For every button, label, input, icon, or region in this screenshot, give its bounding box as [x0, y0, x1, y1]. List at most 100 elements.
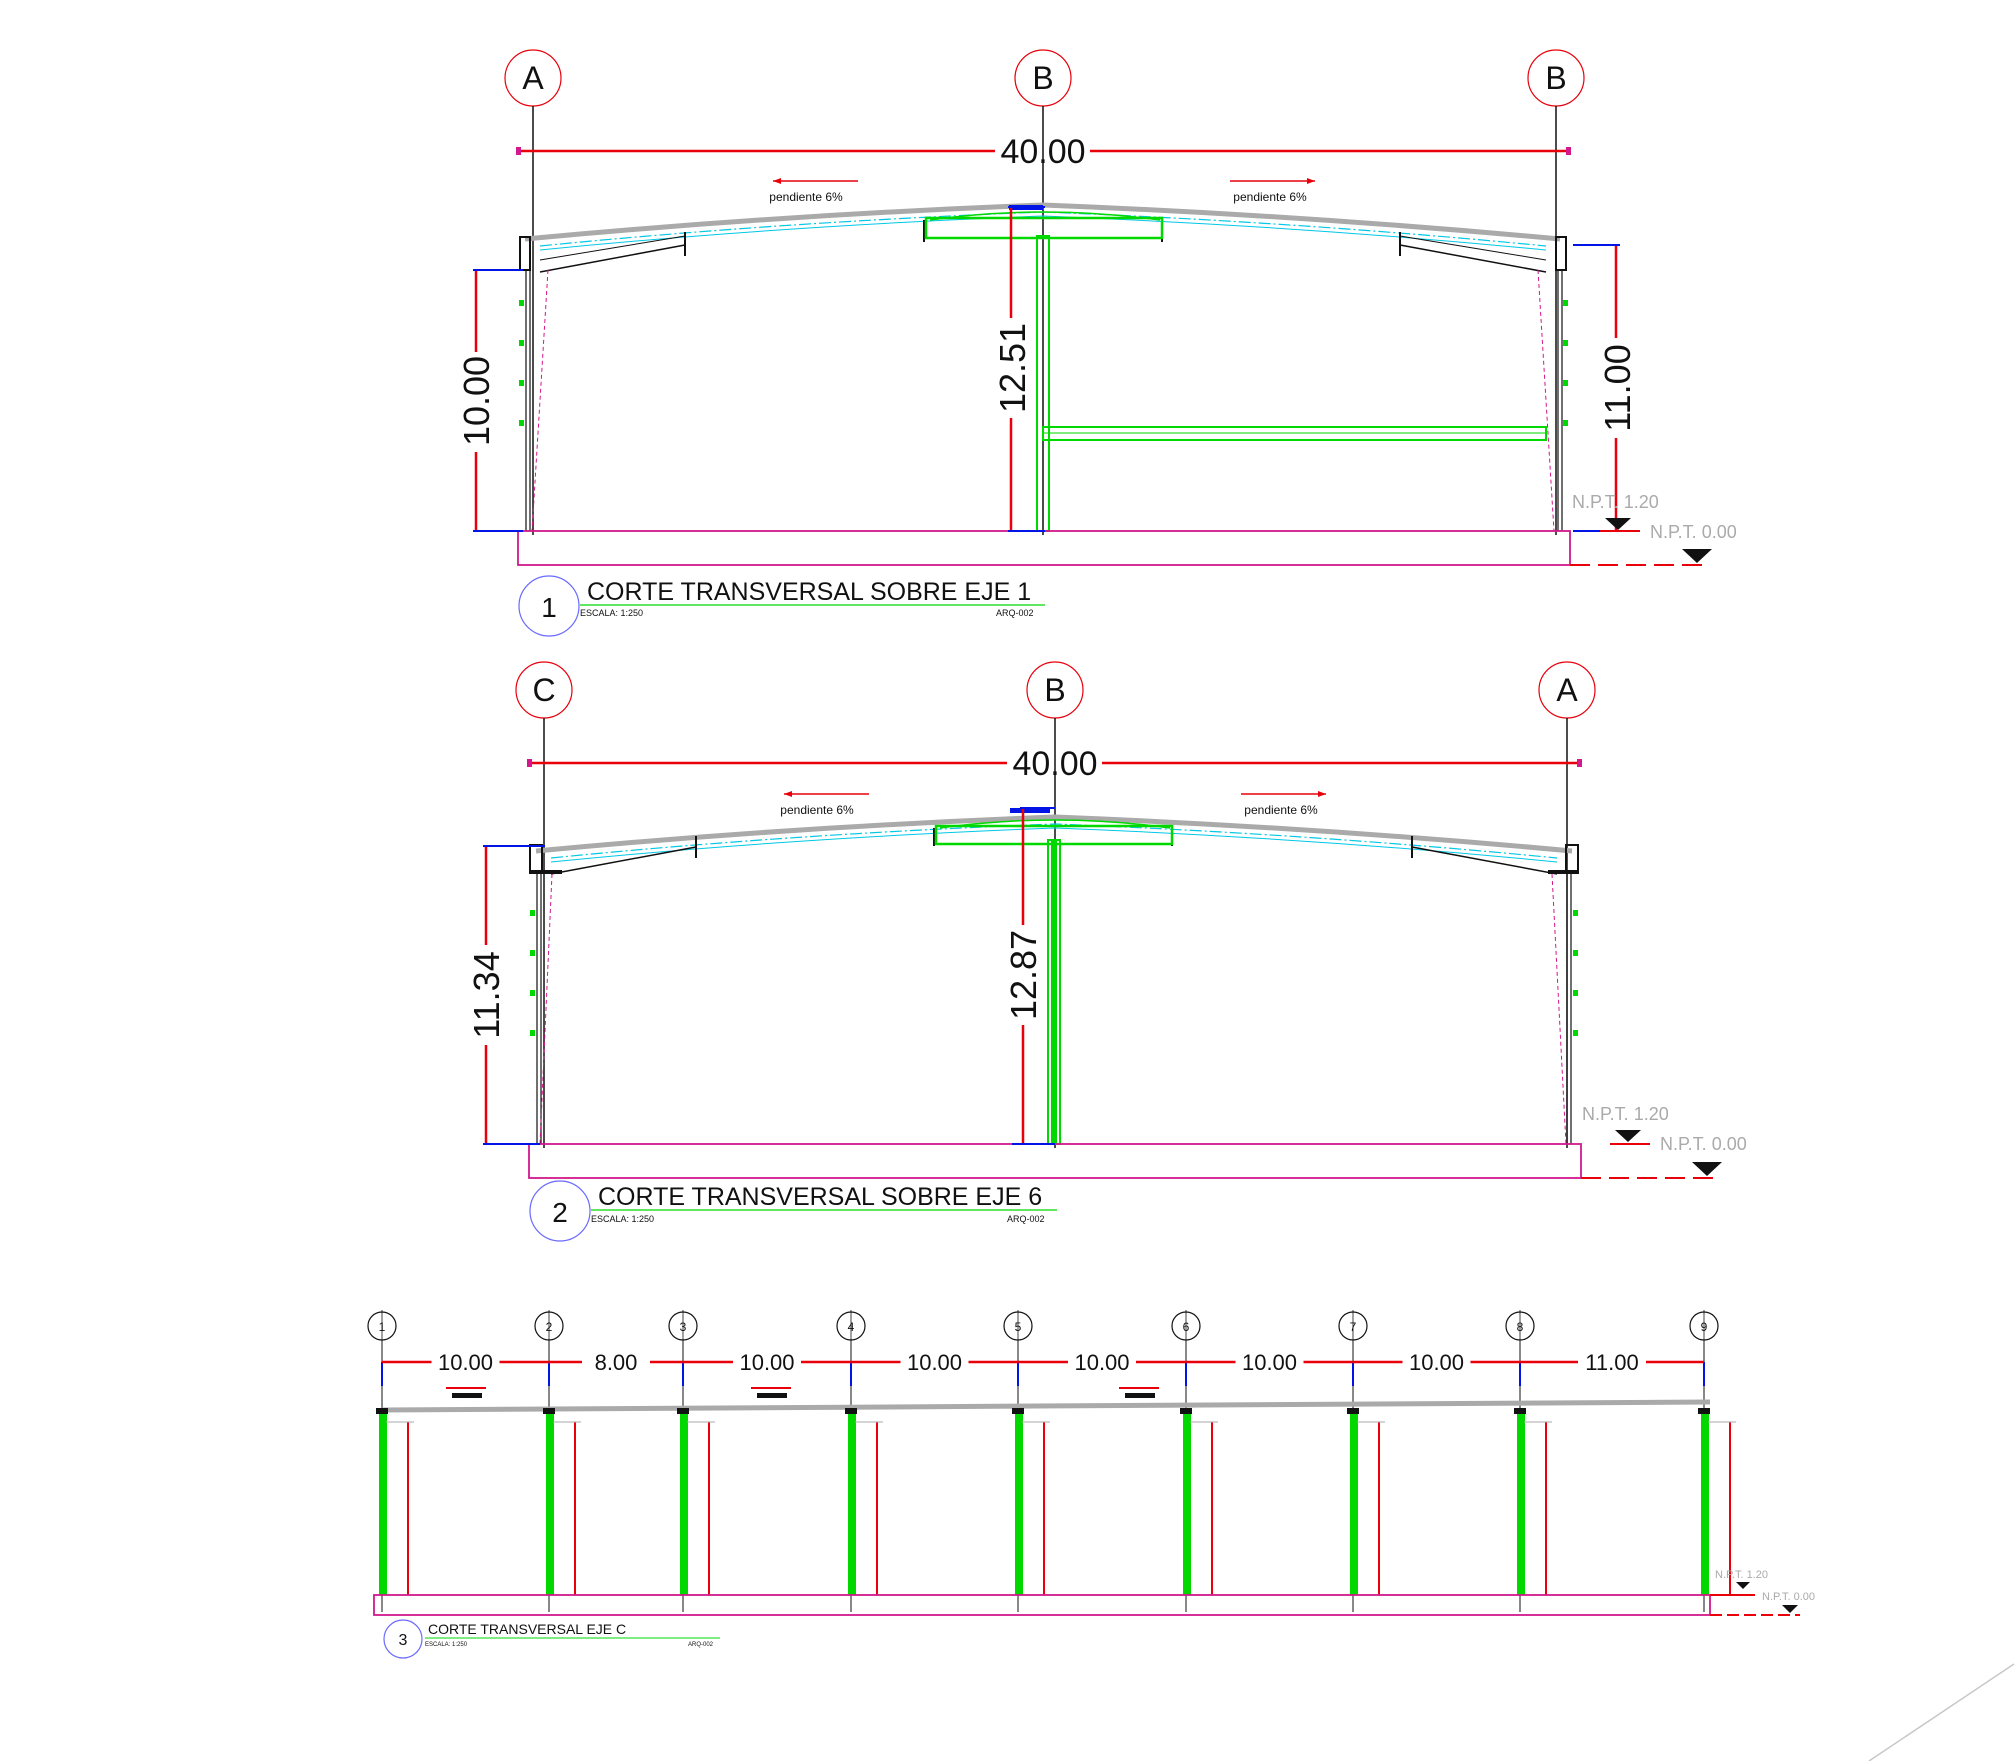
- section-2-title-block: 2 CORTE TRANSVERSAL SOBRE EJE 6 ESCALA: …: [529, 1180, 1057, 1242]
- section-2: C B A 40.00 pendiente 6% pendiente 6%: [465, 661, 1747, 1242]
- section-1: A B B 40.00 pendiente 6% pendiente 6%: [454, 49, 1737, 637]
- column-cap: [677, 1408, 689, 1414]
- column: [1015, 1410, 1023, 1595]
- section-sheet: ARQ-002: [688, 1642, 714, 1648]
- span-label: 8.00: [595, 1350, 638, 1375]
- section-sheet: ARQ-002: [996, 608, 1034, 618]
- axis-label: C: [532, 672, 555, 708]
- section-2-structure: [528, 839, 1582, 1179]
- span-label: 10.00: [1242, 1350, 1297, 1375]
- axis-label: 3: [680, 1320, 687, 1334]
- section-3-columns: [376, 1408, 1736, 1595]
- axis-label: B: [1044, 672, 1065, 708]
- overall-dimension-label: 40.00: [1000, 133, 1085, 171]
- column-cap: [1514, 1408, 1526, 1414]
- column: [1517, 1410, 1525, 1595]
- height-dimension-left: 10.00: [456, 356, 497, 446]
- column: [379, 1410, 387, 1595]
- span-label-background: [1235, 1347, 1304, 1373]
- axis-label: 4: [848, 1320, 855, 1334]
- section-2-overall-dimension: 40.00: [527, 745, 1582, 783]
- column-cap: [543, 1408, 555, 1414]
- level-mark-upper: N.P.T. 1.20: [1572, 492, 1659, 512]
- section-scale: ESCALA: 1:250: [591, 1214, 654, 1224]
- level-mark-upper: N.P.T. 1.20: [1715, 1569, 1768, 1581]
- section-1-slope-notes: pendiente 6% pendiente 6%: [769, 178, 1315, 204]
- level-mark-lower: N.P.T. 0.00: [1650, 522, 1737, 542]
- section-1-axis-markers: A B B: [504, 49, 1585, 535]
- span-label-background: [1402, 1347, 1471, 1373]
- section-scale: ESCALA: 1:250: [580, 608, 643, 618]
- column: [848, 1410, 856, 1595]
- span-label-background: [431, 1347, 500, 1373]
- span-label: 10.00: [907, 1350, 962, 1375]
- column-cap: [1698, 1408, 1710, 1414]
- span-label: 11.00: [1585, 1350, 1638, 1375]
- column-cap: [1012, 1408, 1024, 1414]
- section-1-level-marks: N.P.T. 1.20 N.P.T. 0.00: [1570, 492, 1737, 566]
- slope-note: pendiente 6%: [1244, 803, 1318, 817]
- section-sheet: ARQ-002: [1007, 1214, 1045, 1224]
- section-1-structure: [517, 235, 1571, 566]
- column: [1701, 1410, 1709, 1595]
- level-mark-lower: N.P.T. 0.00: [1762, 1591, 1815, 1603]
- axis-label: 2: [546, 1320, 553, 1334]
- section-1-title-block: 1 CORTE TRANSVERSAL SOBRE EJE 1 ESCALA: …: [518, 575, 1045, 637]
- slope-note: pendiente 6%: [780, 803, 854, 817]
- height-dimension-left: 11.34: [466, 951, 507, 1038]
- column: [1183, 1410, 1191, 1595]
- slope-note: pendiente 6%: [1233, 190, 1307, 204]
- column: [1350, 1410, 1358, 1595]
- height-dimension-middle: 12.87: [1003, 930, 1044, 1020]
- level-mark-upper: N.P.T. 1.20: [1582, 1104, 1669, 1124]
- axis-label: 8: [1517, 1320, 1524, 1334]
- axis-label: 6: [1183, 1320, 1190, 1334]
- section-number: 3: [399, 1632, 408, 1649]
- section-number: 1: [541, 592, 557, 623]
- section-3-roof: [381, 1399, 1711, 1413]
- slope-note: pendiente 6%: [769, 190, 843, 204]
- column-cap: [376, 1408, 388, 1414]
- section-title: CORTE TRANSVERSAL SOBRE EJE 1: [587, 578, 1031, 606]
- height-dimension-right: 11.00: [1597, 344, 1638, 431]
- slide-corner-accent: [1868, 1663, 2014, 1761]
- section-number-bubble: [529, 1180, 591, 1242]
- level-mark-lower: N.P.T. 0.00: [1660, 1134, 1747, 1154]
- section-1-overall-dimension: 40.00: [516, 133, 1571, 171]
- span-label: 10.00: [1074, 1350, 1129, 1375]
- section-2-level-marks: N.P.T. 1.20 N.P.T. 0.00: [1581, 1104, 1747, 1179]
- axis-label: 7: [1350, 1320, 1357, 1334]
- column-cap: [845, 1408, 857, 1414]
- section-3-title-block: 3 CORTE TRANSVERSAL EJE C ESCALA: 1:250 …: [383, 1619, 720, 1659]
- span-label-background: [900, 1347, 969, 1373]
- axis-label: B: [1032, 60, 1053, 96]
- axis-label: B: [1545, 60, 1566, 96]
- axis-label: 9: [1701, 1320, 1708, 1334]
- column-cap: [1180, 1408, 1192, 1414]
- span-label-background: [733, 1347, 801, 1373]
- section-3: 1 2 3 4 5 6 7 8 9 10.00 8.00 10.00 10.00 10.00 10.00 1…: [367, 1310, 1815, 1659]
- height-dimension-middle: 12.51: [992, 323, 1033, 413]
- section-2-slope-notes: pendiente 6% pendiente 6%: [780, 791, 1326, 817]
- section-number-bubble: [518, 575, 580, 637]
- column-cap: [1347, 1408, 1359, 1414]
- axis-label: A: [1556, 672, 1578, 708]
- span-label: 10.00: [739, 1350, 794, 1375]
- section-2-height-dimensions: 11.34 12.87: [465, 807, 1055, 1145]
- axis-label: A: [522, 60, 544, 96]
- span-label: 10.00: [438, 1350, 493, 1375]
- axis-label: 1: [379, 1320, 386, 1334]
- span-label-background: [1068, 1347, 1136, 1373]
- column: [546, 1410, 554, 1595]
- span-label-background: [582, 1347, 650, 1373]
- overall-dimension-label: 40.00: [1012, 745, 1097, 783]
- section-title: CORTE TRANSVERSAL EJE C: [428, 1621, 626, 1637]
- section-scale: ESCALA: 1:250: [425, 1642, 468, 1648]
- axis-label: 5: [1015, 1320, 1022, 1334]
- section-3-floor: [373, 1594, 1711, 1616]
- section-number: 2: [552, 1197, 568, 1228]
- section-1-height-dimensions: 10.00 12.51 11.00: [454, 206, 1638, 532]
- section-title: CORTE TRANSVERSAL SOBRE EJE 6: [598, 1183, 1042, 1211]
